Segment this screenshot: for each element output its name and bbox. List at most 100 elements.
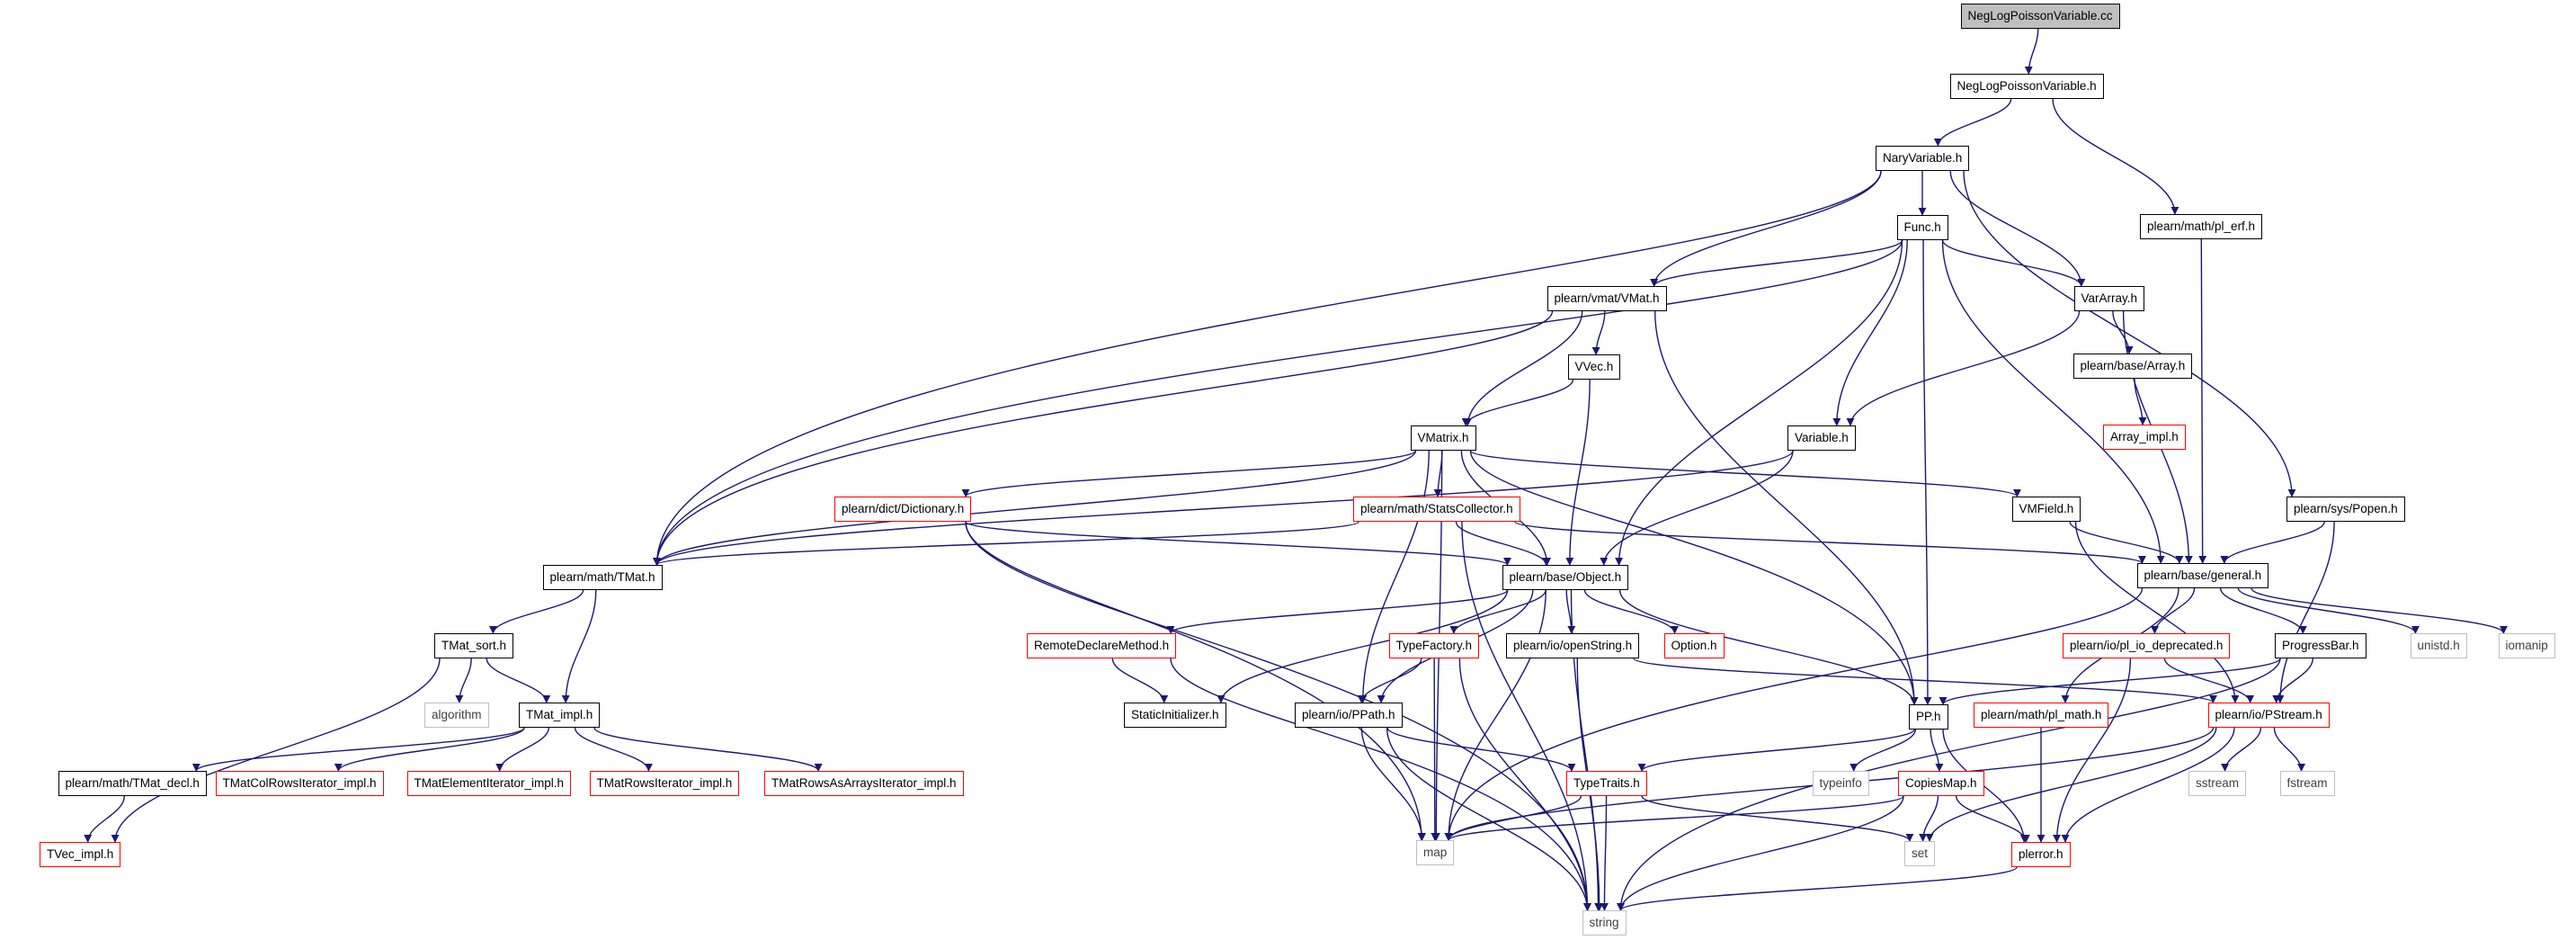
node-tmat-impl[interactable]: TMat_impl.h	[519, 703, 601, 728]
graph-edges	[84, 28, 2508, 911]
edge-vmfield-to-pstream	[2074, 521, 2240, 703]
edge-statscoll-to-tmat	[653, 521, 1359, 566]
node-vmatrix[interactable]: VMatrix.h	[1410, 425, 1476, 451]
node-elemiter[interactable]: TMatElementIterator_impl.h	[406, 771, 572, 796]
node-label: VarArray.h	[2081, 291, 2138, 305]
node-label: sstream	[2196, 776, 2240, 790]
node-option[interactable]: Option.h	[1663, 633, 1725, 658]
edge-func-to-tmat	[653, 239, 1903, 566]
edge-tmat-decl-to-tvec-impl	[84, 795, 125, 843]
node-rowsiter[interactable]: TMatRowsIterator_impl.h	[589, 771, 740, 796]
edge-pstream-to-sstream	[2221, 727, 2262, 772]
node-openstring[interactable]: plearn/io/openString.h	[1506, 633, 1640, 658]
edge-typetraits-to-map	[1444, 795, 1582, 841]
node-label: plearn/base/Object.h	[1509, 570, 1622, 584]
node-fstream: fstream	[2279, 771, 2335, 796]
node-object[interactable]: plearn/base/Object.h	[1502, 565, 1629, 590]
edge-copiesmap-to-set	[1919, 795, 1939, 842]
edge-typefactory-to-map	[1431, 658, 1440, 841]
edge-general-to-pl-io-dep	[2150, 587, 2196, 634]
node-func[interactable]: Func.h	[1896, 215, 1948, 240]
node-label: TypeTraits.h	[1573, 776, 1640, 790]
edge-object-to-option	[1583, 589, 1680, 634]
node-remotedecl[interactable]: RemoteDeclareMethod.h	[1027, 633, 1177, 658]
edge-general-to-map	[1444, 587, 2144, 841]
node-plerror[interactable]: plerror.h	[2011, 842, 2071, 867]
edge-func-to-pp	[1922, 239, 1932, 705]
node-variable[interactable]: Variable.h	[1787, 425, 1856, 451]
node-pp[interactable]: PP.h	[1909, 704, 1948, 730]
node-label: ProgressBar.h	[2282, 639, 2359, 652]
node-pstream[interactable]: plearn/io/PStream.h	[2207, 703, 2330, 728]
edge-tmat-impl-to-rowsarr	[593, 727, 823, 772]
edge-vmatrix-to-pp	[1469, 450, 1919, 705]
node-vmfield[interactable]: VMField.h	[2011, 497, 2081, 522]
node-typefactory[interactable]: TypeFactory.h	[1388, 633, 1480, 658]
node-general[interactable]: plearn/base/general.h	[2136, 563, 2269, 588]
edge-vmat-to-pp	[1654, 310, 1919, 705]
edge-pp-to-copiesmap	[1930, 729, 1944, 772]
node-root[interactable]: NegLogPoissonVariable.cc	[1960, 4, 2120, 29]
edge-pp-to-typeinfo	[1850, 729, 1916, 772]
node-ppath[interactable]: plearn/io/PPath.h	[1295, 703, 1403, 728]
edge-root-to-nlpv-h	[2024, 28, 2039, 75]
edge-progressbar-to-pp	[1939, 658, 2281, 705]
edge-pstream-to-plerror	[2061, 727, 2235, 843]
node-label: plearn/math/StatsCollector.h	[1360, 502, 1513, 515]
node-statscoll[interactable]: plearn/math/StatsCollector.h	[1353, 497, 1520, 522]
node-rowsarr[interactable]: TMatRowsAsArraysIterator_impl.h	[764, 771, 964, 796]
edge-vararray-to-array-h	[2112, 310, 2134, 354]
node-label: algorithm	[432, 708, 482, 721]
node-label: Option.h	[1671, 639, 1717, 652]
edge-ppath-to-typetraits	[1386, 727, 1576, 772]
node-sstream: sstream	[2188, 771, 2247, 796]
node-popen[interactable]: plearn/sys/Popen.h	[2286, 497, 2405, 522]
node-label: plearn/vmat/VMat.h	[1554, 291, 1660, 305]
edge-vmat-to-tmat	[653, 310, 1554, 566]
edge-object-to-staticinit	[1217, 589, 1509, 703]
node-naryvar[interactable]: NaryVariable.h	[1876, 146, 1970, 171]
node-label: TMat_impl.h	[526, 708, 593, 721]
node-colrows[interactable]: TMatColRowsIterator_impl.h	[215, 771, 384, 796]
node-pl-io-dep[interactable]: plearn/io/pl_io_deprecated.h	[2063, 633, 2231, 658]
edge-progressbar-to-pstream	[2272, 658, 2313, 703]
node-label: plearn/math/pl_math.h	[1981, 708, 2102, 721]
node-copiesmap[interactable]: CopiesMap.h	[1898, 771, 1984, 796]
node-label: VVec.h	[1574, 360, 1614, 373]
node-progressbar[interactable]: ProgressBar.h	[2275, 633, 2367, 658]
node-tvec-impl[interactable]: TVec_impl.h	[40, 842, 121, 867]
node-label: Variable.h	[1795, 431, 1849, 444]
edge-vmatrix-to-vmfield	[1469, 450, 2021, 497]
edge-array-h-to-array-impl	[2134, 378, 2147, 425]
node-array-h[interactable]: plearn/base/Array.h	[2072, 354, 2193, 379]
node-nlpv-h[interactable]: NegLogPoissonVariable.h	[1949, 74, 2104, 99]
edge-dictionary-to-map	[965, 521, 1426, 841]
node-tmat-sort[interactable]: TMat_sort.h	[434, 633, 514, 658]
node-tmat-decl[interactable]: plearn/math/TMat_decl.h	[58, 771, 207, 796]
node-label: TMatColRowsIterator_impl.h	[222, 776, 377, 790]
edge-tmat-impl-to-elemiter	[495, 727, 549, 772]
node-pl-math[interactable]: plearn/math/pl_math.h	[1974, 703, 2109, 728]
edge-typetraits-to-set	[1641, 795, 1914, 842]
node-staticinit[interactable]: StaticInitializer.h	[1124, 703, 1226, 728]
node-vvec[interactable]: VVec.h	[1567, 354, 1621, 380]
edge-vmatrix-to-dictionary	[961, 450, 1417, 497]
edge-pstream-to-set	[1925, 727, 2217, 842]
node-typetraits[interactable]: TypeTraits.h	[1566, 771, 1647, 796]
node-label: TypeFactory.h	[1395, 639, 1473, 652]
node-vmat[interactable]: plearn/vmat/VMat.h	[1546, 286, 1667, 311]
edge-typefactory-to-string	[1458, 658, 1591, 911]
node-dictionary[interactable]: plearn/dict/Dictionary.h	[834, 497, 972, 522]
edge-copiesmap-to-plerror	[1955, 795, 2030, 843]
edge-tmat-to-tmat-impl	[561, 589, 597, 703]
node-map: map	[1416, 840, 1455, 865]
edge-vmat-to-vvec	[1591, 310, 1606, 355]
edge-popen-to-general	[2220, 521, 2325, 564]
node-label: plearn/io/PPath.h	[1302, 708, 1395, 721]
node-pl-erf[interactable]: plearn/math/pl_erf.h	[2140, 214, 2263, 239]
node-vararray[interactable]: VarArray.h	[2073, 286, 2145, 311]
node-array-impl[interactable]: Array_impl.h	[2103, 425, 2186, 450]
node-tmat[interactable]: plearn/math/TMat.h	[542, 565, 663, 590]
edge-general-to-iomanip	[2251, 587, 2508, 634]
